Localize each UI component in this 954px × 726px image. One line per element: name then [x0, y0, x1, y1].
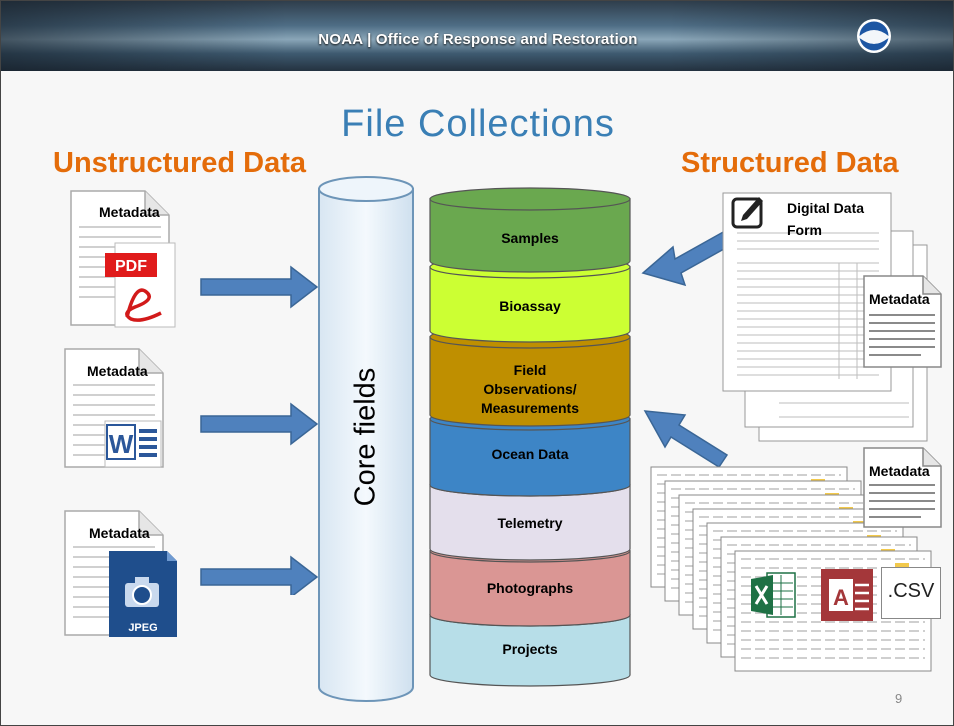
arrow-left-icon [641, 229, 732, 287]
jpeg-type-label: JPEG [128, 622, 157, 634]
collection-field-observations: Field Observations/ Measurements [480, 362, 580, 416]
digital-data-form-label: Digital Data Form [787, 200, 865, 238]
word-file-icon: W [64, 348, 164, 468]
structured-data-heading: Structured Data [681, 147, 899, 179]
metadata-label-pdf: Metadata [99, 204, 160, 220]
pdf-type-label: PDF [115, 258, 147, 275]
collection-bioassay: Bioassay [499, 298, 561, 314]
core-fields-cylinder [318, 176, 414, 702]
sheet-metadata-label: Metadata [869, 463, 930, 479]
access-icon: A [821, 569, 873, 621]
banner-overlay [1, 1, 953, 71]
arrow-right-icon [200, 555, 319, 595]
access-label: A [833, 585, 849, 610]
jpeg-file-icon: JPEG [64, 510, 177, 637]
word-type-label: W [109, 429, 134, 459]
noaa-logo-icon [857, 19, 891, 53]
arrow-right-icon [200, 265, 319, 309]
page-number: 9 [895, 691, 903, 706]
arrow-left-icon [643, 410, 729, 469]
header-banner: NOAA | Office of Response and Restoratio… [1, 1, 953, 71]
collection-ocean-data: Ocean Data [491, 446, 569, 462]
collection-telemetry: Telemetry [497, 515, 563, 531]
sheet-metadata-doc-icon [863, 447, 942, 528]
pencil-form-icon [731, 197, 763, 229]
collection-samples: Samples [501, 230, 559, 246]
csv-label: .CSV [887, 580, 935, 602]
collection-projects: Projects [502, 641, 558, 657]
banner-title: NOAA | Office of Response and Restoratio… [318, 31, 638, 48]
unstructured-arrows [200, 265, 319, 595]
structured-arrows [641, 229, 732, 469]
metadata-label-jpeg: Metadata [89, 525, 150, 541]
form-metadata-label: Metadata [869, 291, 930, 307]
unstructured-data-heading: Unstructured Data [53, 147, 306, 179]
collections-stack [429, 187, 631, 687]
pdf-file-icon: PDF [70, 190, 176, 328]
arrow-right-icon [200, 402, 319, 446]
disk-bioassay [429, 255, 631, 343]
disk-samples [429, 187, 631, 273]
metadata-label-word: Metadata [87, 363, 148, 379]
collection-photographs: Photographs [486, 580, 574, 596]
form-metadata-doc-icon [863, 275, 942, 368]
excel-icon [751, 572, 796, 618]
slide-title: File Collections [341, 103, 615, 145]
core-fields-label: Core fields [349, 367, 382, 507]
csv-box: .CSV [881, 567, 941, 619]
